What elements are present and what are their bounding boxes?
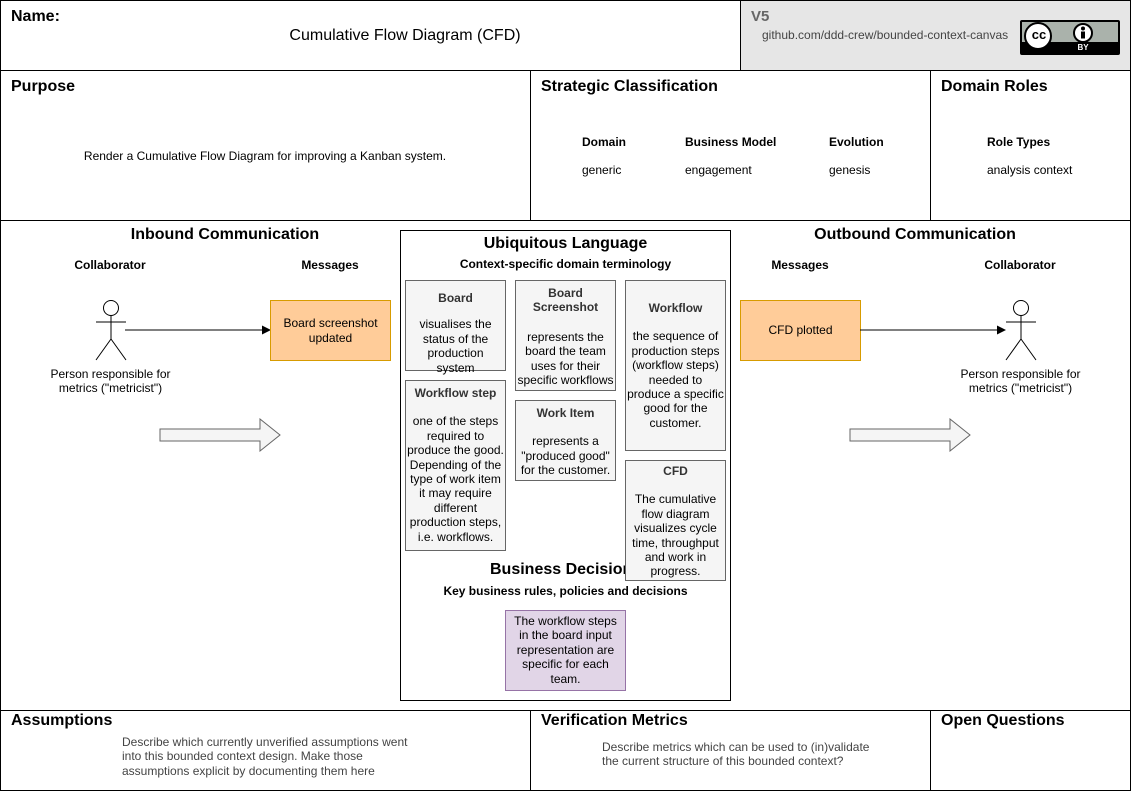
term-workflow-step[interactable]: Workflow step one of the steps required … xyxy=(405,380,506,551)
name-label: Name: xyxy=(11,8,60,25)
term-cfd-name: CFD xyxy=(663,464,688,478)
verification-title: Verification Metrics xyxy=(541,712,688,729)
ubiquitous-language-title: Ubiquitous Language xyxy=(483,235,648,252)
role-types-value: analysis context xyxy=(987,163,1073,177)
purpose-title: Purpose xyxy=(11,78,76,95)
term-board[interactable]: Board visualises the status of the produ… xyxy=(405,280,506,375)
outbound-connector-arrow xyxy=(860,325,1006,335)
assumptions-text: Describe which currently unverified assu… xyxy=(122,735,408,778)
term-board-name: Board xyxy=(438,291,473,305)
inbound-flow-arrow-icon xyxy=(159,418,281,452)
outbound-flow-arrow-icon xyxy=(849,418,971,452)
term-work-item-desc: represents a "produced good" for the cus… xyxy=(520,434,611,478)
open-questions-title: Open Questions xyxy=(941,712,1065,729)
term-work-item[interactable]: Work Item represents a "produced good" f… xyxy=(515,400,616,481)
strategic-section xyxy=(530,70,931,221)
assumptions-section xyxy=(0,710,531,791)
term-board-desc: visualises the status of the production … xyxy=(419,317,492,375)
purpose-section xyxy=(0,70,531,221)
ubiquitous-language-subtitle: Context-specific domain terminology xyxy=(459,257,672,271)
inbound-messages-header: Messages xyxy=(301,258,359,272)
strategic-domain-label: Domain xyxy=(582,135,627,149)
term-workflow-step-desc: one of the steps required to produce the… xyxy=(407,414,504,544)
business-rule-text: The workflow steps in the board input re… xyxy=(514,614,617,686)
inbound-connector-arrow xyxy=(125,325,271,335)
term-workflow-name: Workflow xyxy=(648,301,703,315)
strategic-business-model-value: engagement xyxy=(685,163,752,177)
inbound-title: Inbound Communication xyxy=(130,226,320,243)
purpose-text: Render a Cumulative Flow Diagram for imp… xyxy=(83,149,447,163)
term-workflow-step-name: Workflow step xyxy=(414,386,497,400)
term-work-item-name: Work Item xyxy=(536,406,595,420)
strategic-title: Strategic Classification xyxy=(541,78,718,95)
cc-license-badge: cc BY xyxy=(1020,20,1120,55)
inbound-message-card[interactable]: Board screenshot updated xyxy=(270,300,391,361)
term-board-screenshot[interactable]: Board Screenshot represents the board th… xyxy=(515,280,616,391)
open-questions-section xyxy=(930,710,1131,791)
strategic-evolution-value: genesis xyxy=(829,163,871,177)
inbound-collaborator-name: Person responsible for metrics ("metrici… xyxy=(50,367,171,396)
outbound-collaborator-header: Collaborator xyxy=(984,258,1056,272)
outbound-message-card[interactable]: CFD plotted xyxy=(740,300,861,361)
outbound-title: Outbound Communication xyxy=(814,226,1016,243)
business-decisions-subtitle: Key business rules, policies and decisio… xyxy=(443,584,688,598)
by-icon: BY xyxy=(1077,43,1089,52)
outbound-collaborator-name: Person responsible for metrics ("metrici… xyxy=(960,367,1081,396)
term-workflow-desc: the sequence of production steps (workfl… xyxy=(627,329,724,430)
repo-link[interactable]: github.com/ddd-crew/bounded-context-canv… xyxy=(762,28,1009,42)
term-board-screenshot-desc: represents the board the team uses for t… xyxy=(517,329,614,388)
role-types-label: Role Types xyxy=(987,135,1051,149)
canvas-name: Cumulative Flow Diagram (CFD) xyxy=(289,27,521,44)
business-rule-card[interactable]: The workflow steps in the board input re… xyxy=(505,610,626,691)
outbound-collaborator-actor-icon xyxy=(1005,300,1037,361)
verification-section xyxy=(530,710,931,791)
strategic-business-model-label: Business Model xyxy=(685,135,777,149)
strategic-domain-value: generic xyxy=(582,163,622,177)
term-board-screenshot-name: Board Screenshot xyxy=(532,286,599,315)
outbound-message-text: CFD plotted xyxy=(768,323,833,338)
domain-roles-title: Domain Roles xyxy=(941,78,1048,95)
strategic-evolution-label: Evolution xyxy=(829,135,884,149)
name-section xyxy=(0,0,741,71)
term-cfd[interactable]: CFD The cumulative flow diagram visualiz… xyxy=(625,460,726,581)
assumptions-title: Assumptions xyxy=(11,712,113,729)
version-label: V5 xyxy=(751,8,770,25)
inbound-collaborator-actor-icon xyxy=(95,300,127,361)
outbound-messages-header: Messages xyxy=(771,258,829,272)
verification-text: Describe metrics which can be used to (i… xyxy=(602,740,870,769)
inbound-message-text: Board screenshot updated xyxy=(283,316,378,345)
term-cfd-desc: The cumulative flow diagram visualizes c… xyxy=(632,492,719,579)
business-decisions-title: Business Decisions xyxy=(490,561,642,578)
term-workflow[interactable]: Workflow the sequence of production step… xyxy=(625,280,726,451)
inbound-collaborator-header: Collaborator xyxy=(74,258,146,272)
cc-icon: cc xyxy=(1031,27,1047,42)
